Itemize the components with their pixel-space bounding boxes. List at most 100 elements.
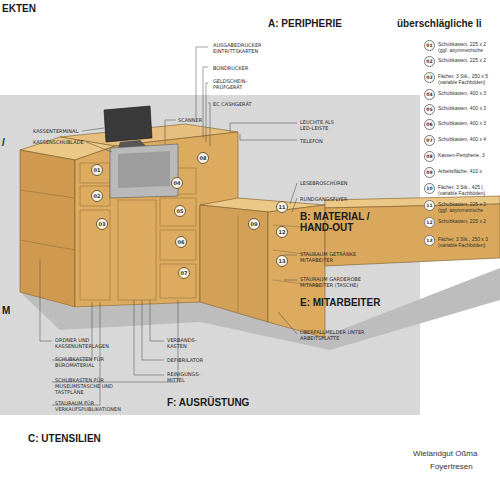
callout-number: 13 — [424, 235, 435, 246]
part-label: STAURAUM FÜR VERKAUFSPUBLIKATIONEN — [55, 400, 127, 412]
list-item: 13Fächer, 3 Stk., 250 x 3 (variable Fach… — [424, 235, 496, 249]
callout-circle: 02 — [91, 190, 103, 202]
callout-number: 12 — [424, 217, 435, 228]
callout-circle: 13 — [276, 255, 288, 267]
callout-circle: 04 — [171, 177, 183, 189]
section-heading: A: PERIPHERIE — [268, 18, 342, 29]
part-label: SCHUBKASTEN FÜR BÜROMATERIAL — [55, 356, 127, 368]
list-item: 01Schubkasten, 225 x 2 (ggf. asymmetrisc… — [424, 40, 496, 54]
counter-part — [160, 264, 196, 298]
leader-line — [240, 134, 297, 140]
section-heading: / — [2, 137, 5, 148]
callout-number: 02 — [94, 194, 101, 199]
callout-number: 09 — [251, 222, 258, 227]
item-description: Schubkasten, 400 x 3 — [438, 104, 496, 111]
counter-part — [80, 163, 110, 183]
item-description: Fächer, 3 Stk., 250 x 3 (variable Fachbö… — [438, 235, 496, 249]
part-label: VERBANDS-KASTEN — [167, 337, 211, 349]
callout-number: 01 — [94, 168, 101, 173]
counter-part — [110, 144, 178, 198]
callout-number: 12 — [279, 230, 286, 235]
part-label: SCHUBKASTEN FÜR MUSEUMSTASCHE UND TASTPL… — [55, 377, 127, 395]
list-item: 12Schubkasten, 225 x 2 — [424, 217, 496, 228]
list-item: 06Schubkasten, 400 x 3 — [424, 119, 496, 130]
part-label: RUNDGANGSFLYER — [300, 196, 348, 202]
part-label: LEUCHTE ALS LED-LEISTE — [300, 119, 340, 131]
counter-part — [200, 205, 268, 322]
item-description: Schubkasten, 225 x 2 (ggf. asymmetrische — [438, 200, 496, 214]
part-label: Wielandgut Oßma — [413, 449, 477, 459]
callout-circle: 01 — [91, 164, 103, 176]
counter-part — [160, 198, 196, 226]
leader-line — [278, 312, 297, 334]
part-label: ÜBERFALLMELDER UNTER ARBEITSPLATTE — [300, 329, 376, 341]
leader-line — [52, 300, 178, 382]
leader-line — [134, 300, 164, 375]
callout-circle: 11 — [276, 201, 288, 213]
part-label: GELDSCHEIN-PRÜFGERÄT — [213, 78, 255, 90]
leader-line — [284, 255, 297, 256]
part-label: KASSENTERMINAL — [33, 128, 78, 134]
callout-number: 11 — [424, 200, 435, 211]
leader-line — [150, 300, 164, 341]
counter-part — [80, 186, 110, 206]
item-description: Fächer, 3 Stk., 425 ( (variable Fachböde… — [438, 183, 496, 197]
part-label: STAURAUM GARDEROBE MITARBEITER (TASCHE) — [300, 276, 376, 288]
counter-part — [20, 150, 75, 307]
list-item: 05Schubkasten, 400 x 3 — [424, 104, 496, 115]
list-item: 03Fächer, 3 Stk., 250 x 5 (variable Fach… — [424, 72, 496, 86]
part-label: TELEFON — [300, 138, 323, 144]
leader-line — [203, 67, 208, 138]
counter-part — [118, 151, 170, 188]
callout-circle: 03 — [96, 218, 108, 230]
list-item: 07Schubkasten, 400 x 4 — [424, 135, 496, 146]
section-heading: F: AUSRÜSTUNG — [167, 397, 249, 408]
leader-line — [86, 142, 112, 152]
callout-number: 06 — [424, 119, 435, 130]
callout-circle: 08 — [197, 152, 209, 164]
leader-line — [165, 120, 176, 144]
leader-line — [52, 302, 92, 360]
part-label: SCANNER — [178, 117, 202, 123]
list-item: 11Schubkasten, 225 x 2 (ggf. asymmetrisc… — [424, 200, 496, 214]
part-label: LESEBROSCHÜREN — [300, 180, 348, 186]
section-heading: C: UTENSILIEN — [28, 433, 101, 444]
item-description: Fächer, 3 Stk., 250 x 5 (variable Fachbö… — [438, 72, 496, 86]
section-heading: überschlägliche li — [397, 18, 481, 29]
callout-number: 02 — [424, 56, 435, 67]
section-heading: EKTEN — [2, 3, 36, 14]
part-label: ORDNER UND KASSENUNTERLAGEN — [55, 337, 127, 349]
item-description: Schubkasten, 225 x 2 — [438, 56, 496, 63]
leader-line — [292, 198, 297, 212]
callout-number: 04 — [424, 89, 435, 100]
list-item: 04Schubkasten, 400 x 3 — [424, 89, 496, 100]
callout-number: 09 — [424, 167, 435, 178]
callout-circle: 06 — [175, 236, 187, 248]
callout-circle: 07 — [178, 267, 190, 279]
callout-number: 06 — [178, 240, 185, 245]
callout-number: 07 — [181, 271, 188, 276]
counter-part — [20, 190, 75, 198]
callout-number: 13 — [279, 259, 286, 264]
list-item: 08Kassen-Peripherie, 3 — [424, 151, 496, 162]
leader-line — [208, 103, 210, 146]
list-item: 02Schubkasten, 225 x 2 — [424, 56, 496, 67]
counter-part — [20, 240, 75, 250]
item-description: Schubkasten, 400 x 3 — [438, 89, 496, 96]
counter-part — [238, 215, 239, 312]
counter-part — [118, 200, 156, 300]
part-label: AUSGABEDRUCKER EINTRITTSKARTEN — [213, 42, 263, 54]
section-heading: B: MATERIAL / HAND-OUT — [300, 211, 380, 233]
part-label: Foyertresen — [430, 462, 473, 472]
item-description: Arbeitsfläche, 410 x — [438, 167, 496, 174]
callout-number: 03 — [99, 222, 106, 227]
counter-part — [40, 47, 297, 405]
callout-number: 05 — [424, 104, 435, 115]
part-label: DEFIBRILATOR — [167, 357, 203, 363]
callout-number: 01 — [424, 40, 435, 51]
callout-circle: 09 — [248, 218, 260, 230]
leader-line — [82, 128, 104, 131]
list-item: 09Arbeitsfläche, 410 x — [424, 167, 496, 178]
part-label: REINIGUNGS-MITTEL — [167, 371, 211, 383]
leader-line — [142, 300, 164, 360]
